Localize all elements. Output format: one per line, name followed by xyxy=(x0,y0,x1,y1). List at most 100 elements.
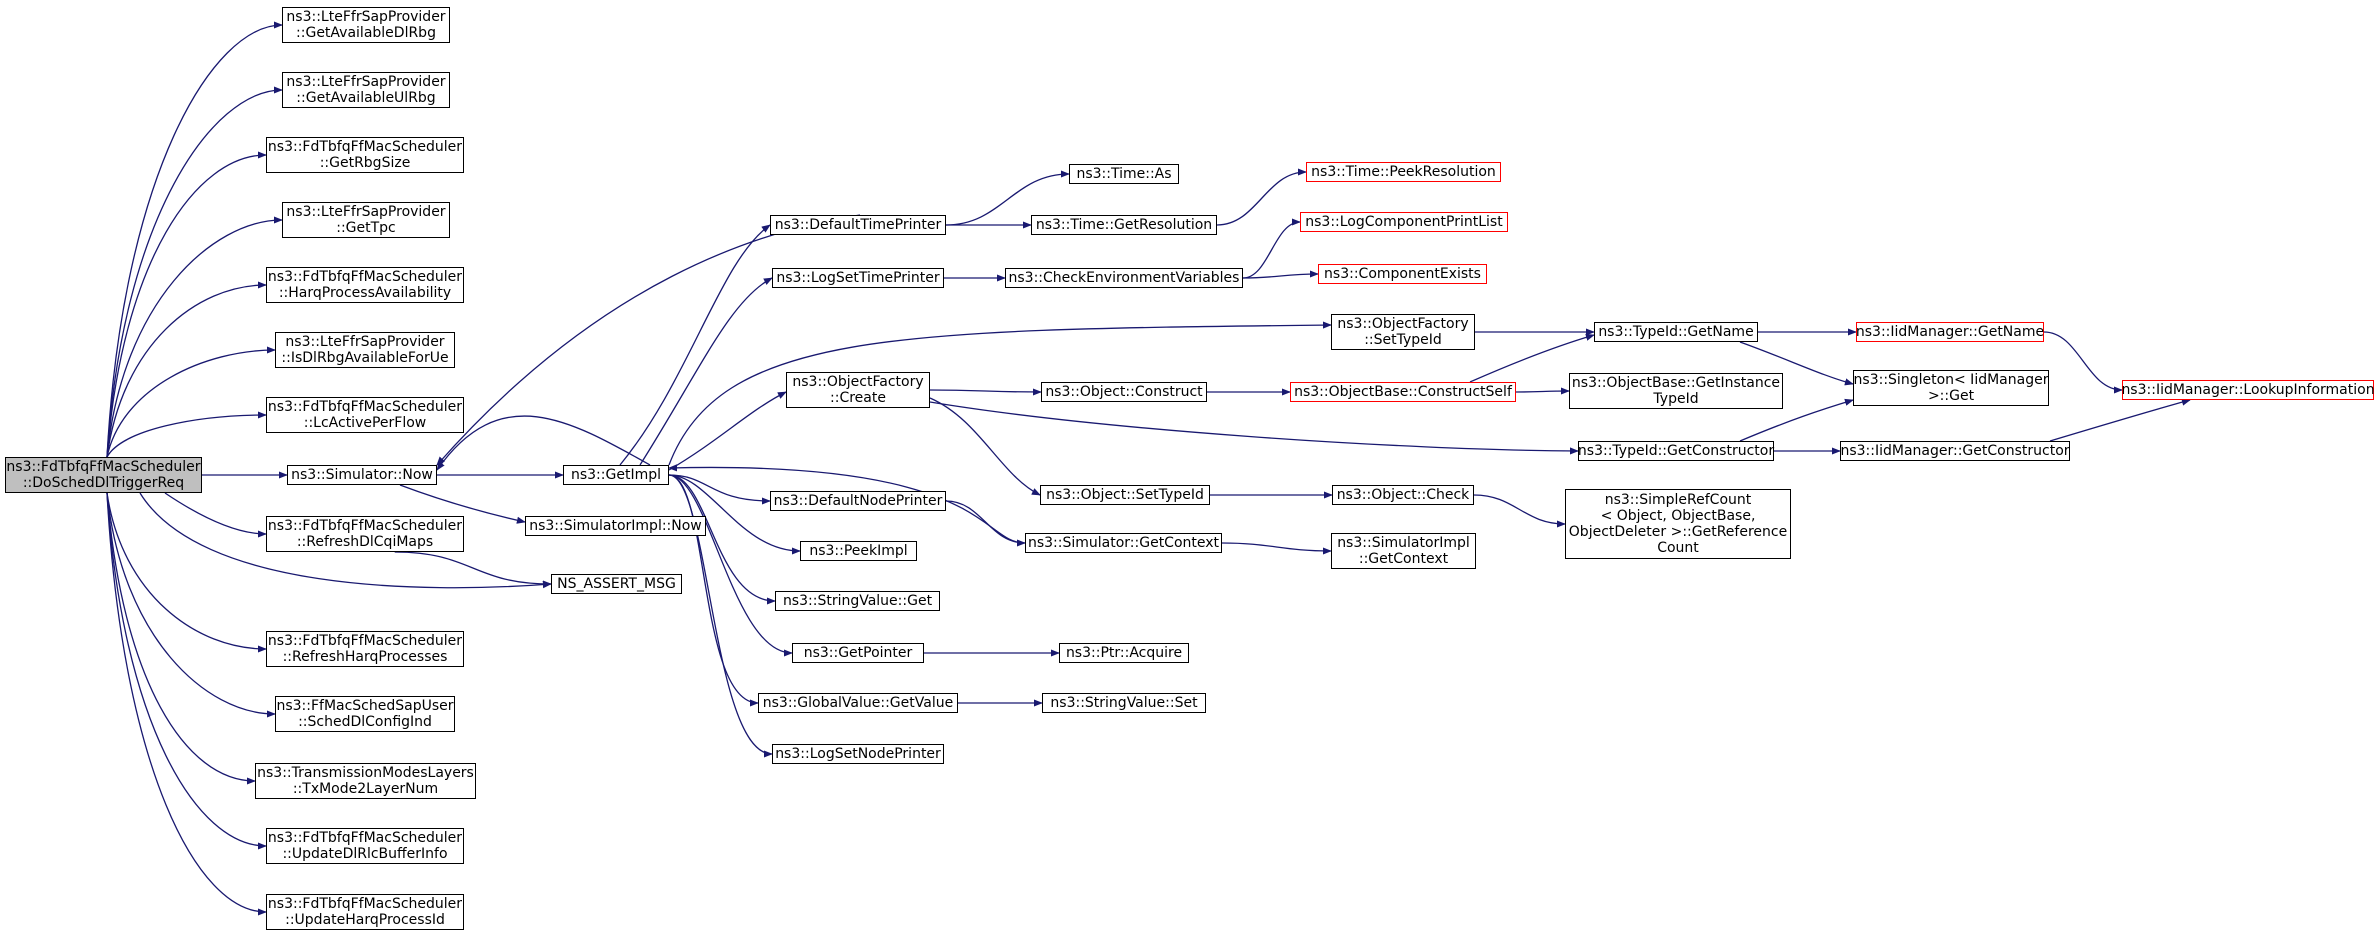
node-sim-get-context[interactable]: ns3::Simulator::GetContext xyxy=(1025,533,1222,553)
node-check-env[interactable]: ns3::CheckEnvironmentVariables xyxy=(1005,268,1243,288)
node-tx-mode[interactable]: ns3::TransmissionModesLayers::TxMode2Lay… xyxy=(255,763,476,799)
node-label-line: ::GetContext xyxy=(1358,551,1449,567)
edge-do-sched-to-get_tpc xyxy=(106,216,283,458)
node-typeid-get-ctor[interactable]: ns3::TypeId::GetConstructor xyxy=(1578,441,1774,461)
node-label-line: ns3::ObjectBase::GetInstance xyxy=(1571,375,1781,391)
node-label-line: NS_ASSERT_MSG xyxy=(557,576,676,592)
node-peek-impl[interactable]: ns3::PeekImpl xyxy=(800,541,917,561)
node-label-line: ns3::FdTbfqFfMacScheduler xyxy=(267,830,463,846)
node-get-rbg-size[interactable]: ns3::FdTbfqFfMacScheduler::GetRbgSize xyxy=(266,137,464,173)
node-object-set-type-id[interactable]: ns3::Object::SetTypeId xyxy=(1040,485,1210,505)
node-label-line: ns3::GetPointer xyxy=(803,645,913,661)
node-log-set-node-printer[interactable]: ns3::LogSetNodePrinter xyxy=(772,744,944,764)
node-update-harq-id[interactable]: ns3::FdTbfqFfMacScheduler::UpdateHarqPro… xyxy=(266,894,464,930)
edge-do-sched-to-sched_dl_cfg xyxy=(106,492,276,718)
node-comp-exists[interactable]: ns3::ComponentExists xyxy=(1318,264,1487,284)
edge-sim-get-context-to-get-impl xyxy=(668,464,1026,544)
edge-sim-get-context-to-simimpl-get-context xyxy=(1221,542,1332,555)
node-label-line: ns3::Object::Check xyxy=(1336,487,1470,503)
node-lc-active[interactable]: ns3::FdTbfqFfMacScheduler::LcActivePerFl… xyxy=(266,397,464,433)
node-label-line: ::TxMode2LayerNum xyxy=(292,781,439,797)
node-object-check[interactable]: ns3::Object::Check xyxy=(1332,485,1474,505)
edge-do-sched-to-get_rbg_size xyxy=(106,151,267,458)
node-label-line: ns3::StringValue::Get xyxy=(782,593,933,609)
node-simimpl-get-context[interactable]: ns3::SimulatorImpl::GetContext xyxy=(1331,533,1476,569)
edge-iid-get-ctor-to-lookup xyxy=(2049,398,2191,442)
node-label-line: ns3::IidManager::LookupInformation xyxy=(2121,382,2375,398)
node-update-dl-rlc[interactable]: ns3::FdTbfqFfMacScheduler::UpdateDlRlcBu… xyxy=(266,828,464,864)
node-label-line: ns3::Simulator::GetContext xyxy=(1027,535,1220,551)
node-label-line: ns3::PeekImpl xyxy=(809,543,908,559)
node-label-line: ns3::SimulatorImpl::Now xyxy=(529,518,702,534)
node-label-line: ns3::LteFfrSapProvider xyxy=(286,74,446,90)
node-typeid-get-name[interactable]: ns3::TypeId::GetName xyxy=(1594,322,1758,342)
node-obj-factory-create[interactable]: ns3::ObjectFactory::Create xyxy=(786,372,930,408)
node-get-avail-dl[interactable]: ns3::LteFfrSapProvider::GetAvailableDlRb… xyxy=(282,7,450,43)
node-global-value-get[interactable]: ns3::GlobalValue::GetValue xyxy=(758,693,958,713)
node-label-line: ns3::Time::GetResolution xyxy=(1035,217,1213,233)
node-label-line: ns3::IidManager::GetConstructor xyxy=(1840,443,2070,459)
node-ptr-acquire[interactable]: ns3::Ptr::Acquire xyxy=(1059,643,1189,663)
node-label-line: ::RefreshDlCqiMaps xyxy=(296,534,434,550)
node-simple-ref-count[interactable]: ns3::SimpleRefCount< Object, ObjectBase,… xyxy=(1565,489,1791,559)
node-iid-get-ctor[interactable]: ns3::IidManager::GetConstructor xyxy=(1840,441,2070,461)
node-label-line: ns3::GlobalValue::GetValue xyxy=(762,695,954,711)
edge-get-impl-to-string-value-get xyxy=(668,474,776,605)
node-label-line: ns3::TypeId::GetName xyxy=(1598,324,1754,340)
node-label-line: ::RefreshHarqProcesses xyxy=(282,649,448,665)
node-string-value-set[interactable]: ns3::StringValue::Set xyxy=(1042,693,1206,713)
node-ns-assert[interactable]: NS_ASSERT_MSG xyxy=(551,574,682,594)
edge-get-impl-to-get-pointer xyxy=(668,474,793,657)
edge-check-env-to-comp-exists xyxy=(1242,270,1319,279)
edge-sim-now-to-simimpl-now xyxy=(399,484,526,524)
node-label-line: ns3::Singleton< IidManager xyxy=(1853,372,2049,388)
node-default-node-printer[interactable]: ns3::DefaultNodePrinter xyxy=(770,491,946,511)
node-is-dl-rbg[interactable]: ns3::LteFfrSapProvider::IsDlRbgAvailable… xyxy=(275,332,455,368)
edge-do-sched-to-update_dl_rlc xyxy=(106,492,267,850)
edge-get-impl-to-default-time-printer xyxy=(619,224,771,466)
node-label-line: ns3::SimulatorImpl xyxy=(1337,535,1470,551)
node-singleton-get[interactable]: ns3::Singleton< IidManager>::Get xyxy=(1853,370,2049,406)
node-default-time-printer[interactable]: ns3::DefaultTimePrinter xyxy=(770,215,946,235)
edge-do-sched-to-get_avail_dl xyxy=(106,21,283,458)
node-refresh-cqi[interactable]: ns3::FdTbfqFfMacScheduler::RefreshDlCqiM… xyxy=(266,516,464,552)
node-label-line: ns3::DefaultNodePrinter xyxy=(773,493,943,509)
node-label-line: ns3::FdTbfqFfMacScheduler xyxy=(267,896,463,912)
node-log-set-time-printer[interactable]: ns3::LogSetTimePrinter xyxy=(772,268,944,288)
node-get-impl[interactable]: ns3::GetImpl xyxy=(563,465,669,485)
node-label-line: ns3::LteFfrSapProvider xyxy=(286,204,446,220)
node-do-sched: ns3::FdTbfqFfMacScheduler::DoSchedDlTrig… xyxy=(5,457,202,493)
edge-ofc-to-object-construct xyxy=(929,388,1042,396)
node-time-peek-res[interactable]: ns3::Time::PeekResolution xyxy=(1306,162,1501,182)
node-simimpl-now[interactable]: ns3::SimulatorImpl::Now xyxy=(525,516,706,536)
edge-do-sched-to-refresh-cqi xyxy=(164,492,267,538)
node-get-avail-ul[interactable]: ns3::LteFfrSapProvider::GetAvailableUlRb… xyxy=(282,72,450,108)
edge-get-impl-to-peek-impl xyxy=(668,474,801,555)
node-label-line: ns3::IidManager::GetName xyxy=(1855,324,2045,340)
node-refresh-harq[interactable]: ns3::FdTbfqFfMacScheduler::RefreshHarqPr… xyxy=(266,631,464,667)
node-iid-lookup[interactable]: ns3::IidManager::LookupInformation xyxy=(2121,380,2375,400)
node-label-line: ObjectDeleter >::GetReference xyxy=(1568,524,1788,540)
node-label-line: ns3::FdTbfqFfMacScheduler xyxy=(267,518,463,534)
node-time-get-res[interactable]: ns3::Time::GetResolution xyxy=(1031,215,1217,235)
edge-get-impl-to-log-set-time-printer xyxy=(639,277,773,466)
edge-typeid-get-name-to-singleton xyxy=(1739,341,1854,386)
node-time-as[interactable]: ns3::Time::As xyxy=(1069,164,1179,184)
node-obj-factory-set-type[interactable]: ns3::ObjectFactory::SetTypeId xyxy=(1331,314,1475,350)
node-get-pointer[interactable]: ns3::GetPointer xyxy=(792,643,924,663)
node-object-construct[interactable]: ns3::Object::Construct xyxy=(1041,382,1207,402)
node-obj-base-construct-self[interactable]: ns3::ObjectBase::ConstructSelf xyxy=(1290,382,1516,402)
edge-do-sched-to-is_dl_rbg xyxy=(106,346,276,458)
node-log-comp-print[interactable]: ns3::LogComponentPrintList xyxy=(1300,212,1508,232)
node-iid-get-name[interactable]: ns3::IidManager::GetName xyxy=(1856,322,2044,342)
node-sim-now[interactable]: ns3::Simulator::Now xyxy=(287,465,437,485)
node-sched-dl-cfg[interactable]: ns3::FfMacSchedSapUser::SchedDlConfigInd xyxy=(275,696,455,732)
node-harq-avail[interactable]: ns3::FdTbfqFfMacScheduler::HarqProcessAv… xyxy=(266,267,464,303)
node-get-tpc[interactable]: ns3::LteFfrSapProvider::GetTpc xyxy=(282,202,450,238)
node-string-value-get[interactable]: ns3::StringValue::Get xyxy=(775,591,940,611)
node-label-line: ns3::Simulator::Now xyxy=(291,467,433,483)
node-label-line: ::Create xyxy=(830,390,886,406)
